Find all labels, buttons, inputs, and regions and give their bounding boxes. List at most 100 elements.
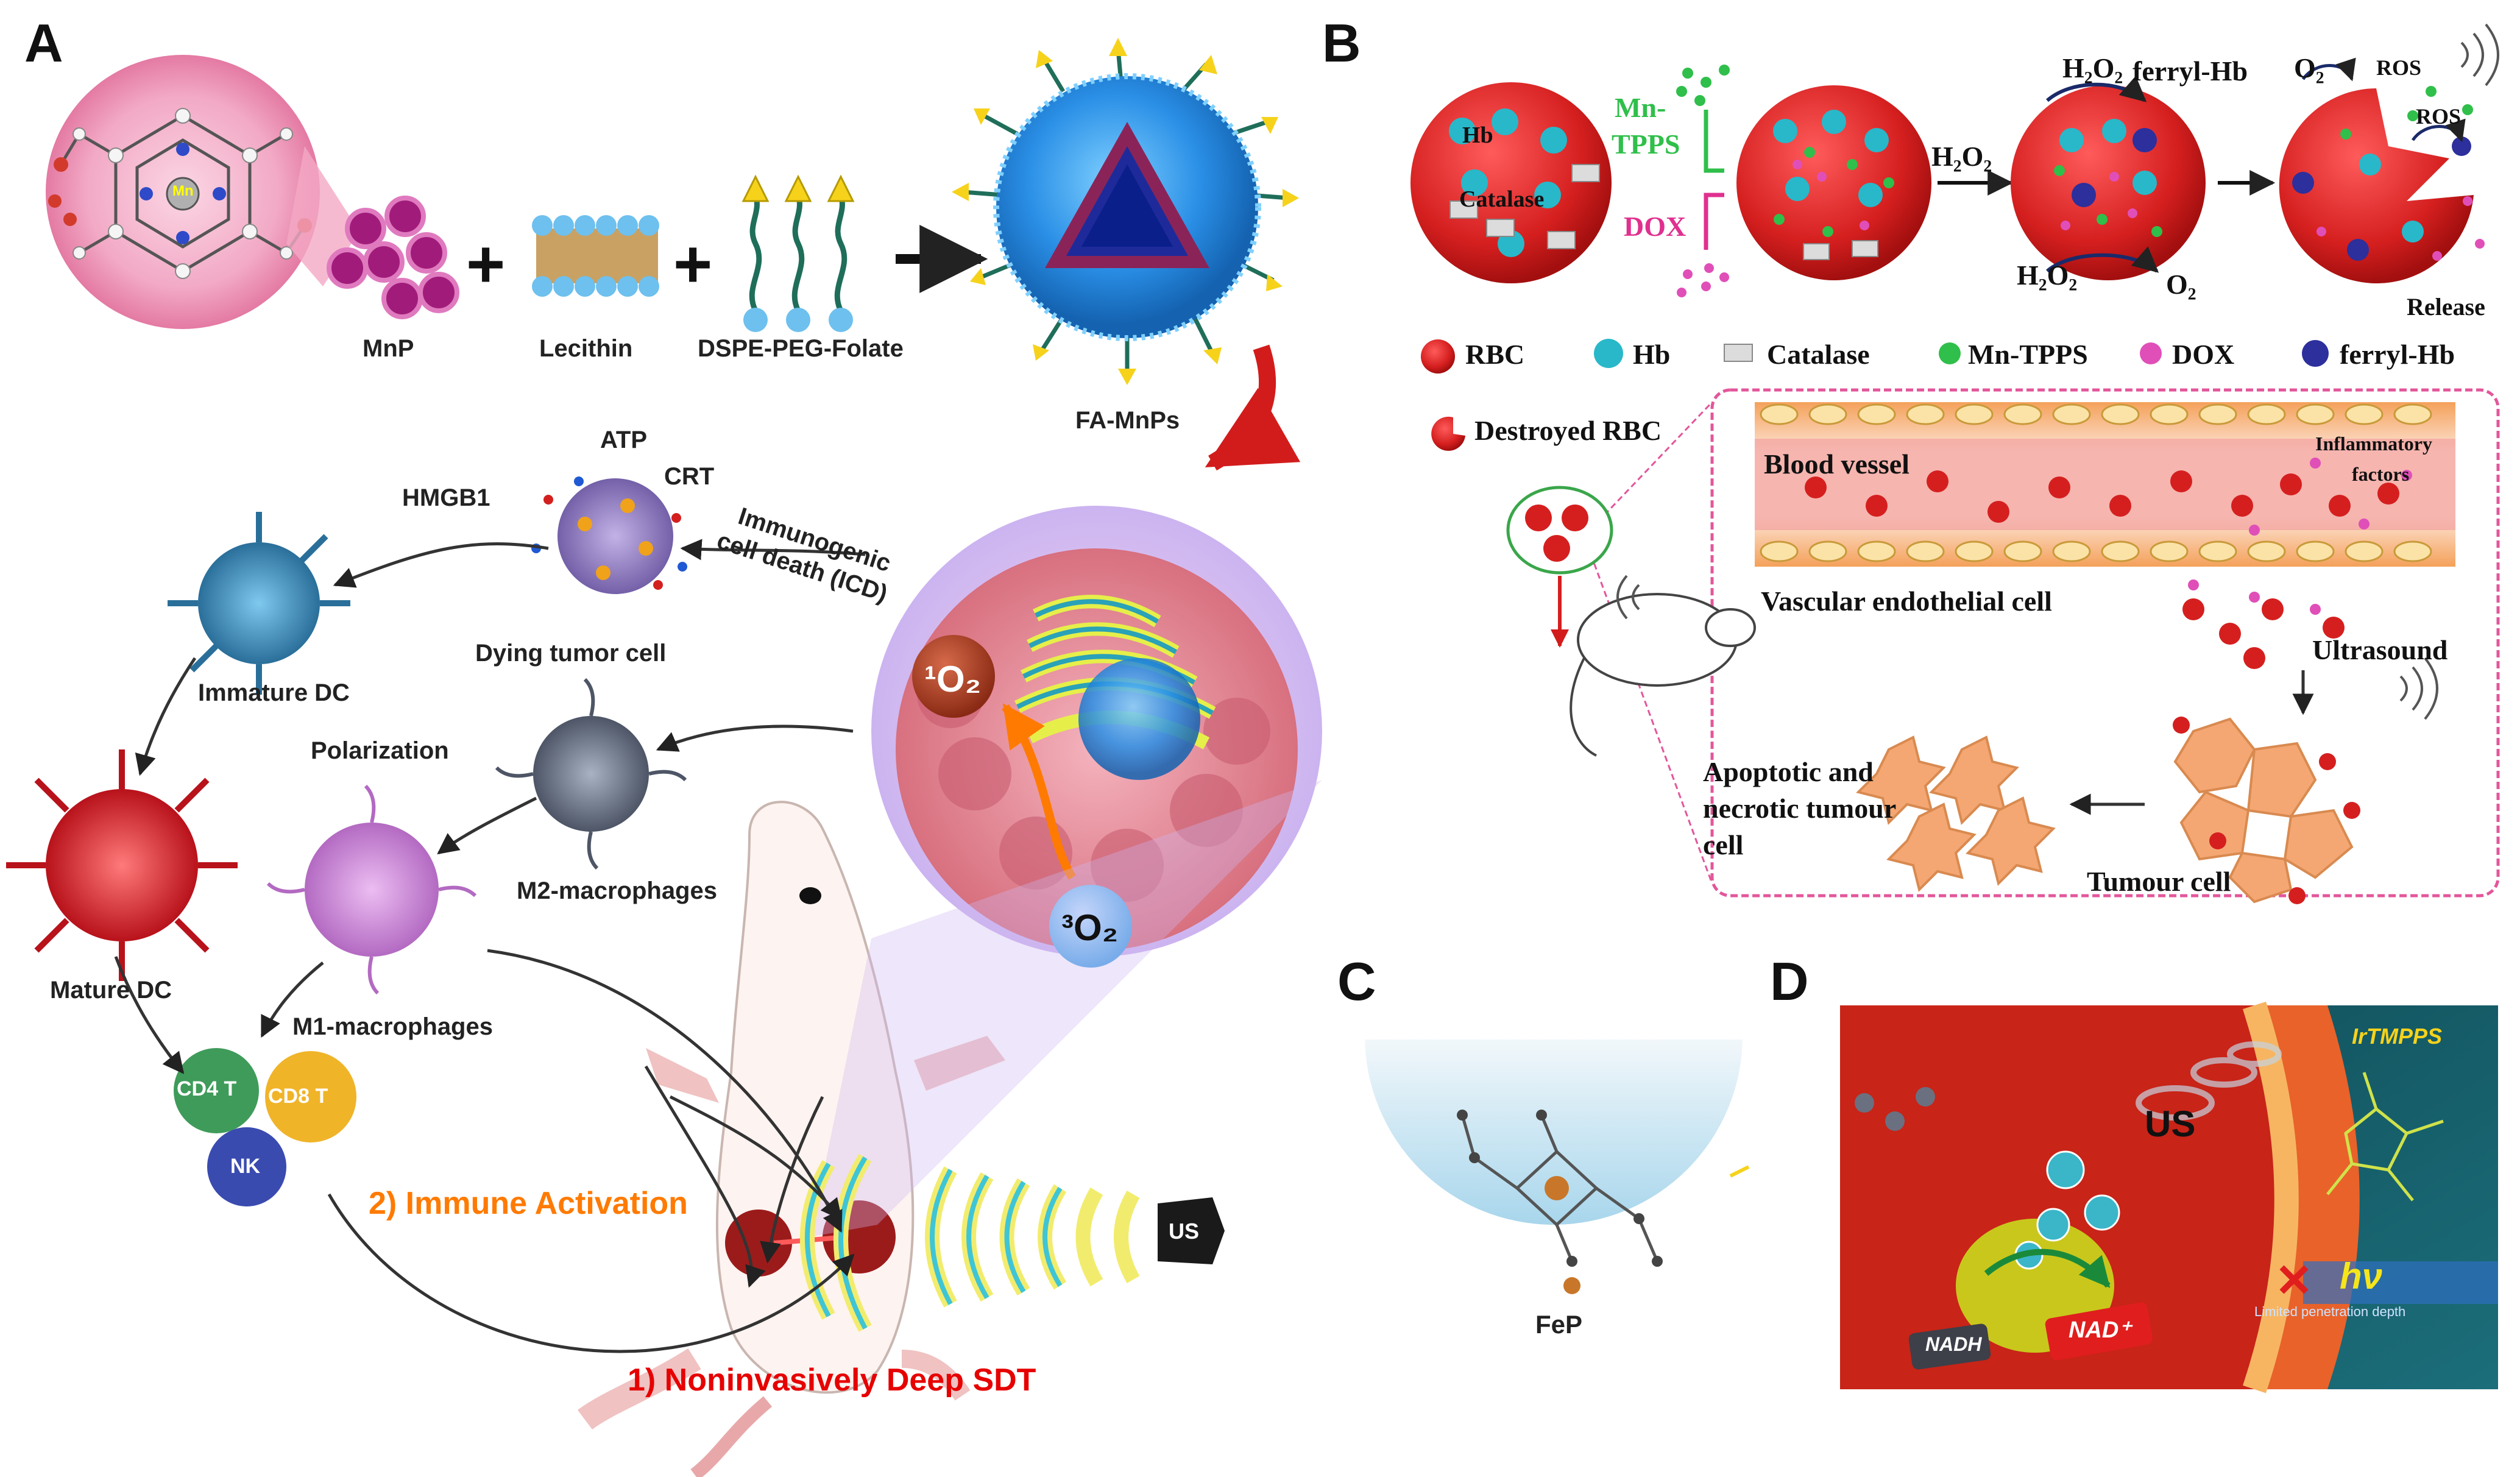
immature-dc-label: Immature DC <box>198 679 350 706</box>
nadh-label: NADH <box>1925 1333 1982 1355</box>
mn-tpps-dots <box>1676 65 1730 106</box>
fa-mnps-label: FA-MnPs <box>1075 407 1180 434</box>
legend-rbc-icon <box>1421 339 1455 374</box>
inflammatory-factors-line1: Inflammatory <box>2315 433 2432 455</box>
legend-catalase-icon <box>1724 344 1753 362</box>
ultrasound-label: Ultrasound <box>2312 634 2448 665</box>
dspe-peg-folate <box>741 174 855 332</box>
cd8-t-label: CD8 T <box>268 1085 328 1108</box>
triplet-o2-label: ³O₂ <box>1061 907 1119 948</box>
mn-tpps-label-line2: TPPS <box>1612 129 1680 160</box>
legend-ferryl-hb-label: ferryl-Hb <box>2340 339 2455 370</box>
mn-tpps-bracket <box>1704 110 1724 173</box>
ros-label-1: ROS <box>2376 55 2422 80</box>
cd8-t-cell <box>265 1051 356 1142</box>
panel-c-artwork <box>1359 1036 1750 1294</box>
apoptotic-label-line2: necrotic tumour <box>1703 793 1897 824</box>
mnp-atoms <box>73 108 293 279</box>
in-vivo-frame <box>1710 388 2500 898</box>
hmgb1-label: HMGB1 <box>402 484 490 511</box>
us-transducer <box>1158 1197 1225 1264</box>
limited-penetration-label: Limited penetration depth <box>2254 1304 2406 1319</box>
atp-label: ATP <box>600 427 648 453</box>
dying-tumor-cell-label: Dying tumor cell <box>475 640 667 667</box>
panel-a-artwork <box>6 38 1322 1477</box>
mnp-label: MnP <box>363 335 414 362</box>
destroyed-rbc <box>2279 88 2474 283</box>
mature-dc-label: Mature DC <box>50 977 172 1004</box>
legend-hb-label: Hb <box>1633 339 1671 370</box>
legend-rbc-label: RBC <box>1465 339 1525 370</box>
irtmppps-structure <box>2326 1072 2444 1202</box>
legend-mn-tpps-label: Mn-TPPS <box>1968 339 2088 370</box>
rbc-2-hb <box>1773 110 1889 207</box>
body-ultrasound-waves <box>800 1153 1140 1332</box>
cd4-t-cell <box>174 1048 259 1133</box>
inflammatory-factors-line2: factors <box>2352 463 2410 485</box>
b-us-waves-mouse <box>1616 575 1640 620</box>
d-us-waves <box>2136 1041 2282 1121</box>
mature-dc-cell <box>6 749 238 981</box>
lecithin-label: Lecithin <box>539 335 633 362</box>
legend-destroyed-rbc-icon <box>1431 416 1465 451</box>
panel-d-artwork <box>1840 1001 2498 1394</box>
m1-macrophages-label: M1-macrophages <box>292 1013 493 1040</box>
m1-macrophage <box>266 784 477 995</box>
lecithin-bilayer <box>532 215 659 297</box>
fe-center-atom <box>1545 1176 1569 1200</box>
small-mouse <box>1570 593 1756 757</box>
rbc-3-hb <box>2059 119 2157 195</box>
rbc-hb-label: Hb <box>1462 122 1493 148</box>
panel-a-letter: A <box>24 13 63 73</box>
fep-molecule <box>1460 1114 1659 1262</box>
dox-bracket <box>1704 193 1724 250</box>
cd4-t-label: CD4 T <box>177 1077 237 1100</box>
tumour-cell-label: Tumour cell <box>2087 866 2231 897</box>
zoom-nanoparticle <box>1078 658 1200 780</box>
endothelial-cells-bottom <box>1760 540 2432 562</box>
zoom-red-arrow <box>1205 344 1301 471</box>
panel-c-letter: C <box>1337 951 1376 1011</box>
fep-bubble <box>1365 1036 1743 1225</box>
dox-dots <box>1677 263 1729 297</box>
endothelial-cells-top <box>1760 403 2432 425</box>
apoptotic-label-line3: cell <box>1703 829 1744 860</box>
mnp-nitrogens <box>140 143 226 244</box>
h2o2-top-label: H₂O₂ <box>2062 52 2123 83</box>
irtmppps-label: IrTMPPS <box>2352 1024 2443 1049</box>
legend-mn-tpps-icon <box>1939 342 1961 364</box>
b-us-waves-top <box>2460 23 2499 87</box>
mnp-particles <box>327 196 459 319</box>
panel-b-artwork <box>1410 23 2500 904</box>
us-label-d: US <box>2145 1103 2196 1144</box>
m2-macrophage <box>495 678 687 870</box>
rbc-2-mix <box>1774 147 1894 237</box>
nad-badge <box>2045 1302 2153 1361</box>
noninvasive-sdt-label: 1) Noninvasively Deep SDT <box>628 1362 1036 1398</box>
panel-b-letter: B <box>1322 13 1361 73</box>
o2-bottom-label: O₂ <box>2166 269 2196 300</box>
ros-label-2: ROS <box>2416 104 2462 129</box>
apoptotic-label-line1: Apoptotic and <box>1703 756 1874 787</box>
legend-catalase-label: Catalase <box>1767 339 1870 370</box>
ferryl-hb-top-label: ferryl-Hb <box>2132 55 2248 87</box>
o2-conversion-arrow <box>1002 703 1076 880</box>
mn-center-label: Mn <box>172 183 194 199</box>
extravasated-rbcs <box>2182 598 2345 669</box>
singlet-o2-bubble <box>912 635 995 718</box>
apoptotic-cells <box>1856 735 2056 892</box>
dspe-peg-folate-label: DSPE-PEG-Folate <box>698 335 904 362</box>
pathway-arrows <box>114 539 866 1353</box>
nk-cell <box>207 1127 286 1206</box>
m2-macrophages-label: M2-macrophages <box>517 877 717 904</box>
immature-dc-cell <box>168 512 350 695</box>
hv-label: hν <box>2340 1256 2383 1297</box>
dox-label: DOX <box>1624 211 1686 242</box>
triplet-o2-bubble <box>1049 885 1132 968</box>
us-transducer-label: US <box>1169 1219 1200 1244</box>
inflammatory-factors <box>2188 458 2412 615</box>
rbc-1-catalase <box>1449 164 1600 249</box>
legend-ferryl-icon <box>2302 340 2329 367</box>
singlet-o2-label: ¹O₂ <box>924 659 982 700</box>
immune-activation-label: 2) Immune Activation <box>369 1186 688 1221</box>
